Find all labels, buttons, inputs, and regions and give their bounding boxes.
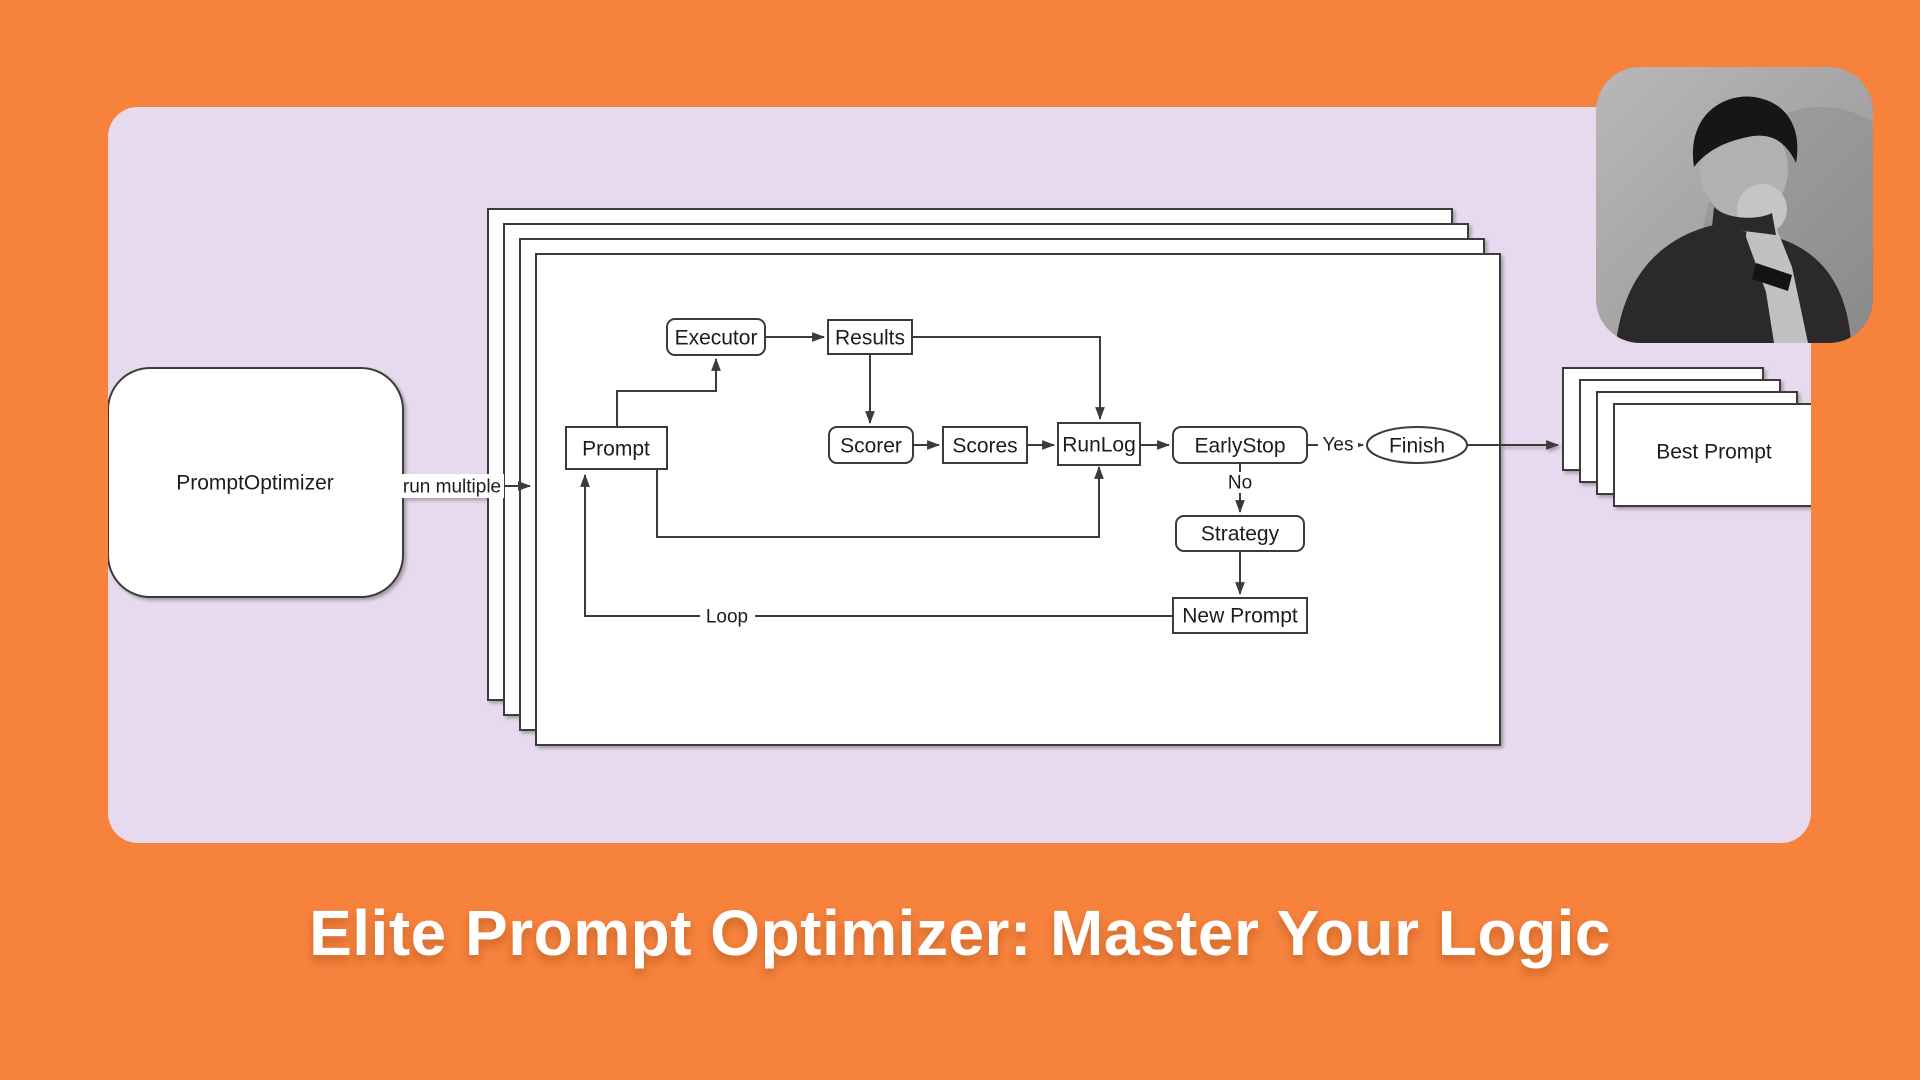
node-new-prompt-label: New Prompt — [1182, 605, 1298, 628]
edge-label-bg — [400, 474, 504, 498]
edge-label-bg — [700, 605, 755, 627]
edge-new-prompt-loop-to-prompt — [580, 473, 1173, 617]
edge-label-loop: Loop — [706, 607, 748, 628]
node-results — [827, 319, 913, 355]
node-runlog-label: RunLog — [1062, 434, 1136, 457]
node-finish-label: Finish — [1389, 435, 1445, 458]
edge-results-to-runlog — [912, 336, 1105, 421]
best-prompt-label: Best Prompt — [1656, 441, 1772, 464]
node-prompt-optimizer-label: PromptOptimizer — [176, 472, 334, 495]
node-new-prompt — [1172, 597, 1308, 634]
node-scores-label: Scores — [952, 435, 1017, 458]
edge-prompt-to-executor — [616, 357, 721, 427]
node-scores — [942, 426, 1028, 464]
photo-hair — [1692, 96, 1798, 167]
best-prompt-page — [1613, 403, 1811, 507]
node-executor — [666, 318, 766, 356]
node-runlog — [1057, 422, 1141, 466]
video-title: Elite Prompt Optimizer: Master Your Logi… — [309, 897, 1611, 969]
edge-label-bg — [1318, 434, 1358, 455]
node-executor-label: Executor — [675, 327, 758, 350]
photo-watch — [1752, 263, 1792, 291]
edge-prompt-to-runlog-bottom — [656, 465, 1104, 538]
portrait-image — [1596, 67, 1873, 343]
node-scorer-label: Scorer — [840, 435, 902, 458]
node-prompt-label: Prompt — [582, 438, 650, 461]
node-earlystop — [1172, 426, 1308, 464]
node-strategy — [1175, 515, 1305, 552]
edge-label-no: No — [1228, 473, 1252, 494]
node-scorer — [828, 426, 914, 464]
diagram-panel: PromptOptimizer — [108, 107, 1811, 843]
node-earlystop-label: EarlyStop — [1194, 435, 1285, 458]
edge-label-run-multiple: run multiple — [403, 477, 501, 498]
photo-collar — [1712, 207, 1776, 235]
node-strategy-label: Strategy — [1201, 523, 1280, 546]
node-prompt — [565, 426, 668, 470]
flowchart-graphic: PromptOptimizer — [108, 208, 1811, 746]
edge-label-bg — [1224, 472, 1257, 493]
creator-photo — [1596, 67, 1873, 343]
node-finish — [1366, 426, 1468, 464]
node-results-label: Results — [835, 327, 905, 350]
edge-label-yes: Yes — [1323, 435, 1354, 456]
